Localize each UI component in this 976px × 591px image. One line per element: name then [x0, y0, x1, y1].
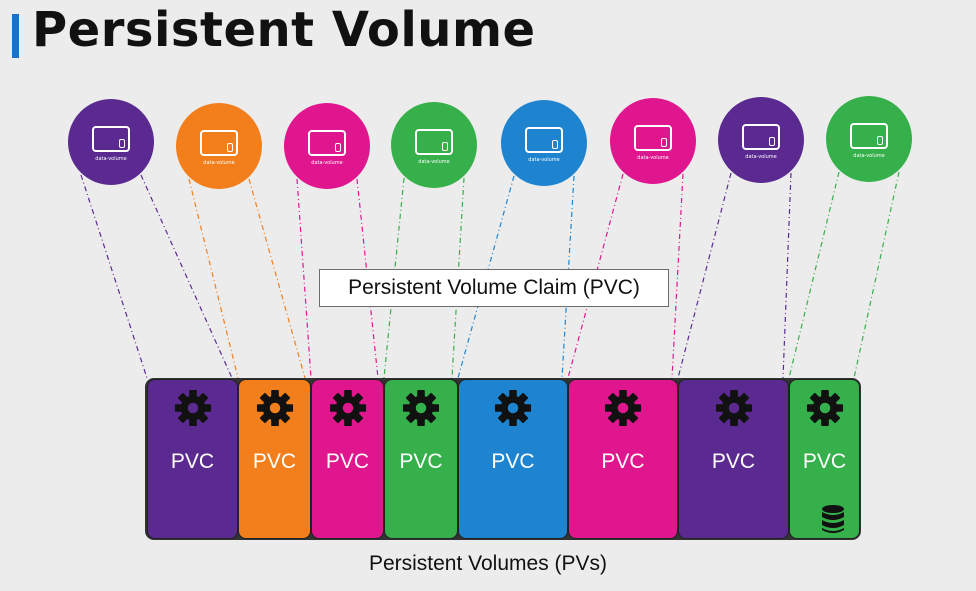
volume-icon — [308, 130, 346, 156]
pod-volume-label: data-volume — [203, 160, 235, 166]
pvc-label: PVC — [802, 450, 847, 473]
pod-circle: data-volume — [501, 100, 587, 186]
pvc-segment: PVC — [789, 379, 860, 539]
volume-icon — [850, 123, 888, 149]
pvc-label: PVC — [325, 450, 370, 473]
pod-circle: data-volume — [391, 102, 477, 188]
volume-icon — [92, 126, 130, 152]
pvc-label: PVC — [711, 450, 756, 473]
page-title: Persistent Volume — [32, 2, 536, 58]
pvc-label: PVC — [252, 450, 297, 473]
gear-icon — [329, 389, 366, 427]
connector-line — [788, 171, 840, 379]
volume-icon — [742, 124, 780, 150]
connector-line — [671, 173, 684, 379]
gear-icon — [494, 389, 532, 427]
pvc-segment: PVC — [678, 379, 789, 539]
pod-circle: data-volume — [610, 98, 696, 184]
pvc-segment: PVC — [311, 379, 384, 539]
pvc-segment: PVC — [147, 379, 238, 539]
pvc-label: PVC — [170, 450, 215, 473]
volume-icon — [634, 125, 672, 151]
pvc-label: PVC — [491, 450, 535, 473]
connector-line — [248, 178, 306, 379]
pod-volume-label: data-volume — [311, 160, 343, 166]
pod-volume-label: data-volume — [528, 157, 560, 163]
pod-circle: data-volume — [718, 97, 804, 183]
pvc-segment: PVC — [458, 379, 568, 539]
pod-volume-label: data-volume — [637, 155, 669, 161]
gear-icon — [604, 389, 642, 427]
pvc-segment: PVC — [568, 379, 678, 539]
pod-volume-label: data-volume — [853, 153, 885, 159]
connector-line — [296, 178, 312, 379]
pvc-segment: PVC — [384, 379, 458, 539]
pvc-segment: PVC — [238, 379, 311, 539]
pv-caption: Persistent Volumes (PVs) — [368, 552, 608, 575]
volume-icon — [525, 127, 563, 153]
gear-icon — [402, 389, 440, 427]
pvc-label: PVC — [601, 450, 645, 473]
pod-volume-label: data-volume — [418, 159, 450, 165]
pvc-label: PVC — [399, 450, 443, 473]
pod-circle: data-volume — [68, 99, 154, 185]
pvc-box: Persistent Volume Claim (PVC) — [319, 269, 669, 307]
connector-line — [140, 174, 233, 379]
pod-circle: data-volume — [284, 103, 370, 189]
volume-icon — [200, 130, 238, 156]
pod-circle: data-volume — [826, 96, 912, 182]
pod-circle: data-volume — [176, 103, 262, 189]
connector-line — [80, 174, 148, 379]
connector-line — [853, 171, 900, 379]
connector-line — [782, 172, 792, 379]
database-icon — [822, 505, 844, 533]
gear-icon — [715, 389, 752, 427]
gear-icon — [806, 389, 843, 427]
connector-line — [677, 172, 732, 379]
gear-icon — [256, 389, 293, 427]
gear-icon — [174, 389, 211, 427]
pod-volume-label: data-volume — [745, 154, 777, 160]
pod-volume-label: data-volume — [95, 156, 127, 162]
connector-line — [188, 178, 239, 379]
connector-line — [561, 175, 575, 379]
title-accent-bar — [12, 14, 19, 58]
volume-icon — [415, 129, 453, 155]
connector-line — [567, 173, 624, 379]
